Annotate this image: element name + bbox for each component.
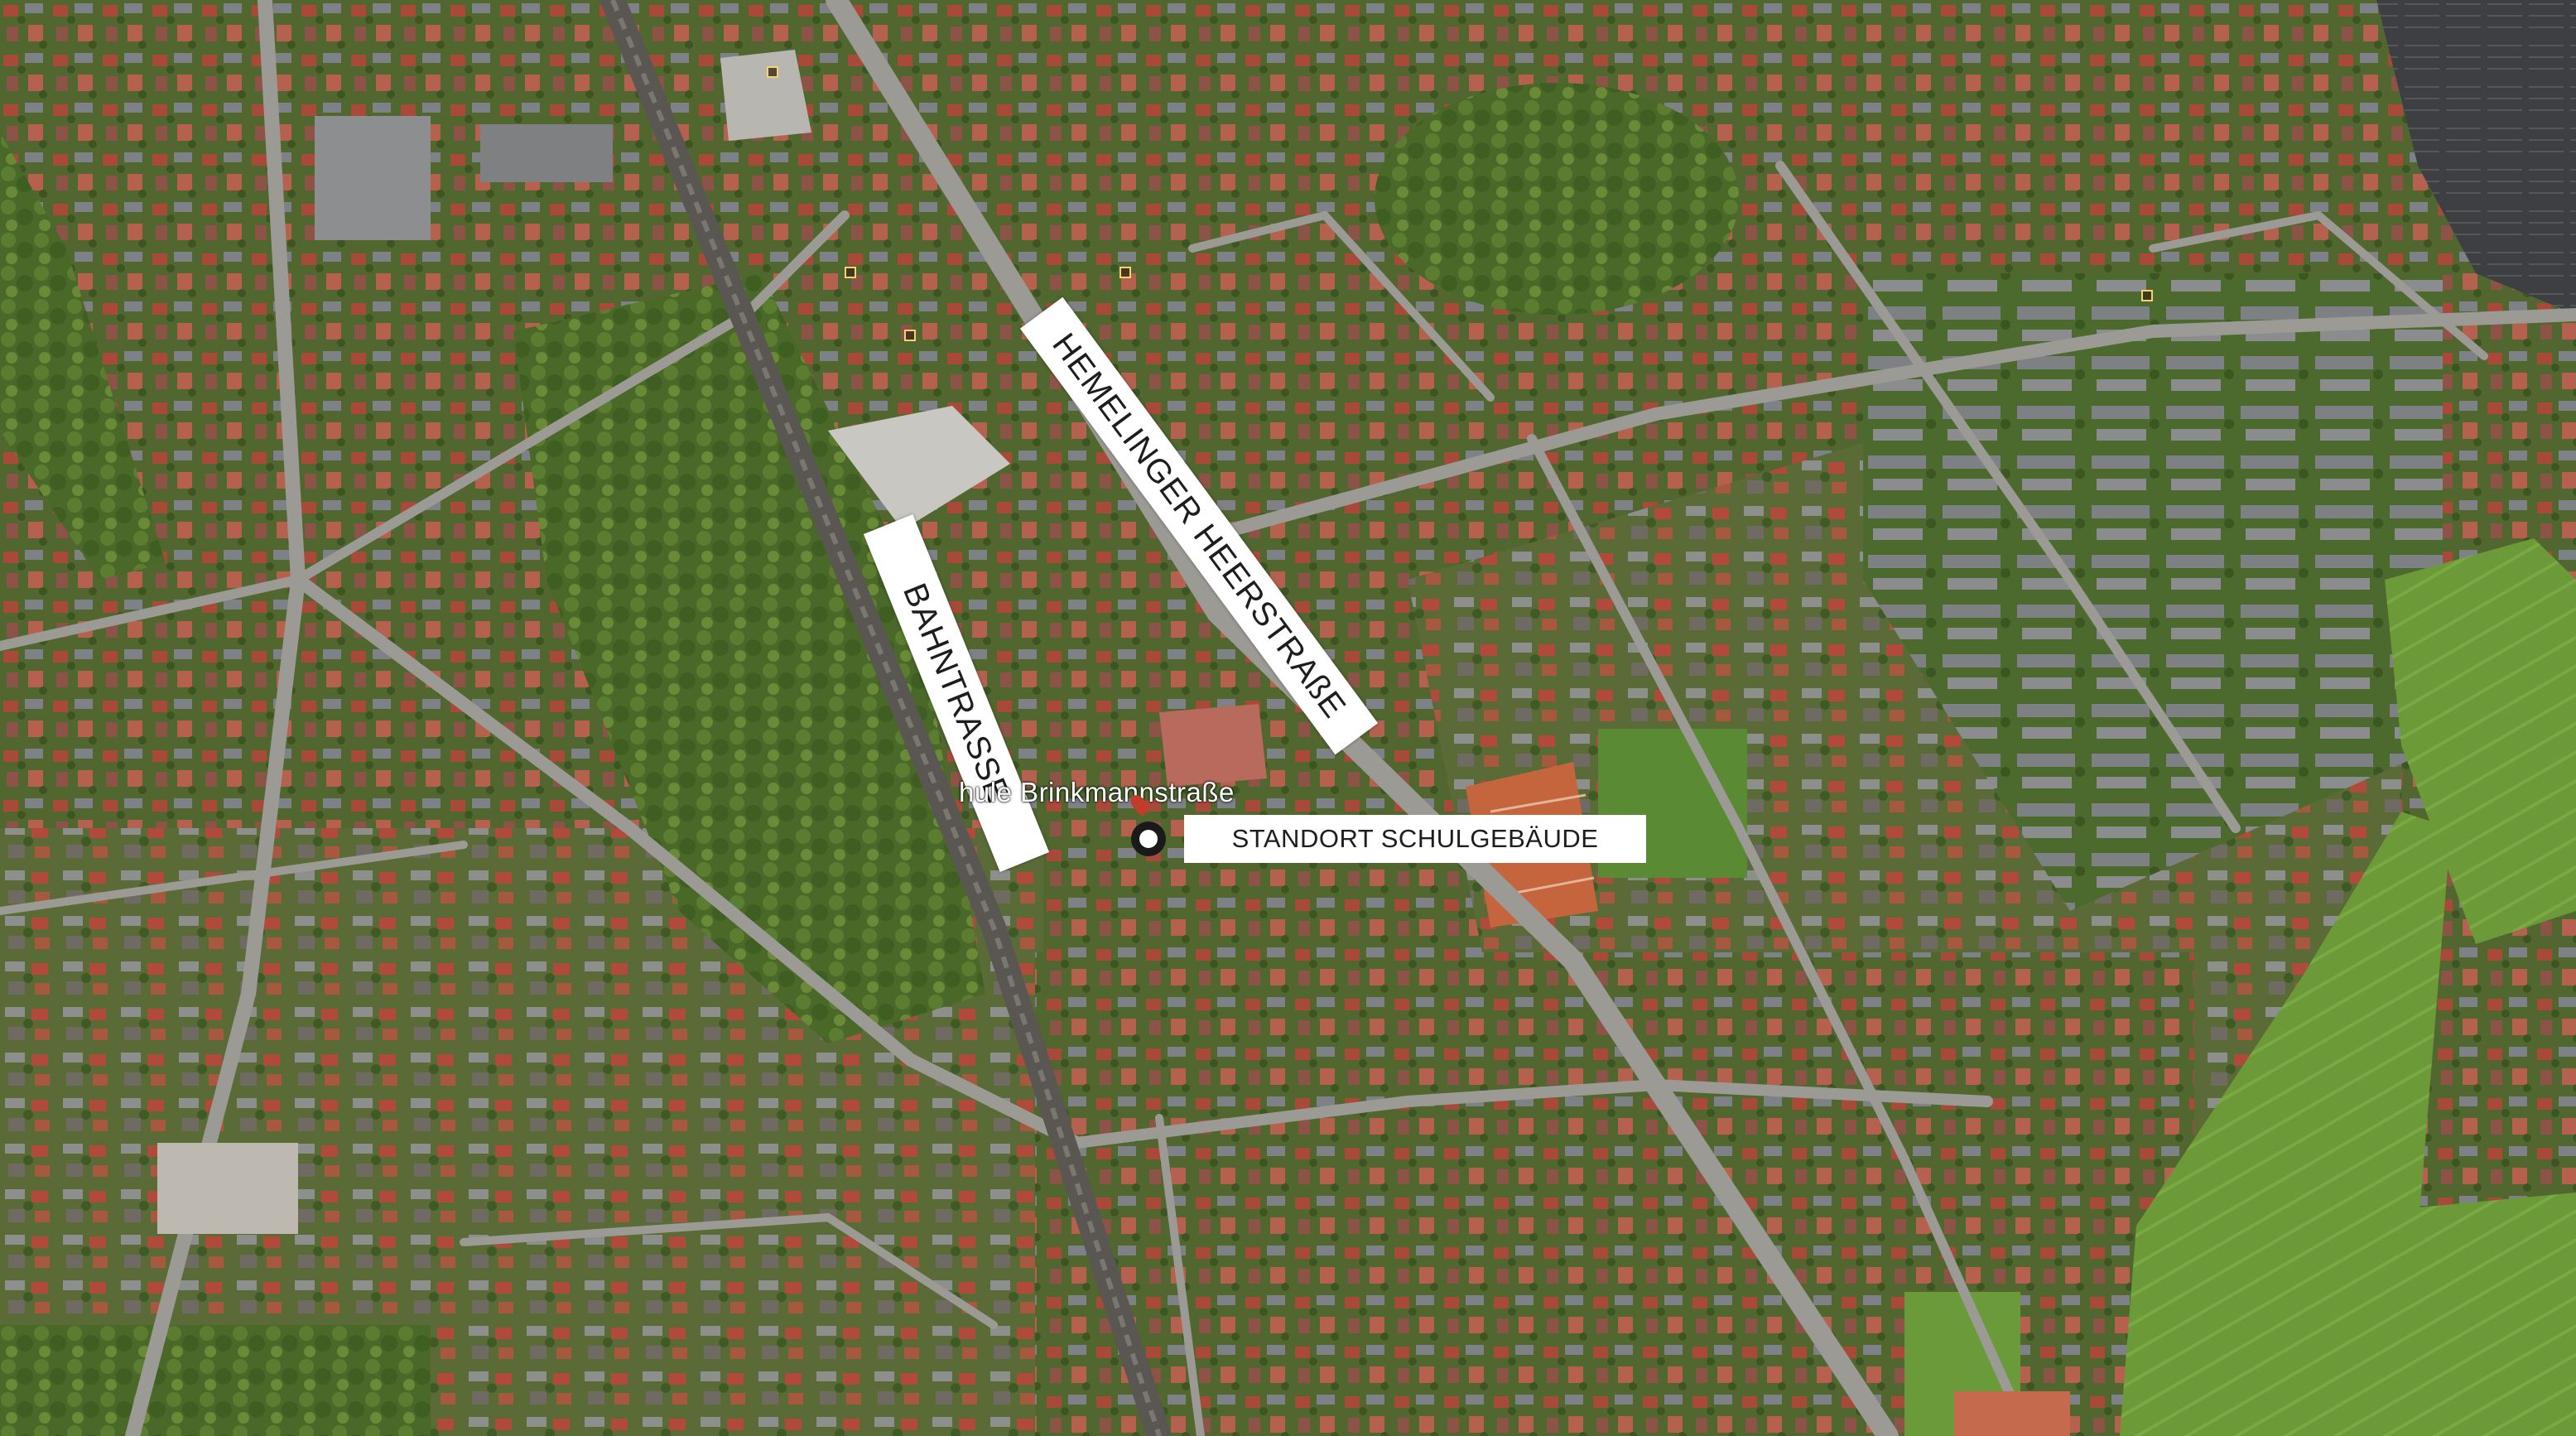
poi-marker-icon[interactable] [1119,267,1131,278]
poi-marker-icon[interactable] [767,66,778,78]
location-circle-icon[interactable] [1131,822,1166,856]
location-label-standort-schulgebaeude: STANDORT SCHULGEBÄUDE [1184,815,1646,863]
poi-marker-icon[interactable] [845,267,856,278]
location-circle-center [1139,830,1158,848]
poi-label-school: hule Brinkmannstraße [959,777,1235,807]
poi-marker-icon[interactable] [904,330,916,341]
poi-marker-icon[interactable] [2141,290,2153,301]
